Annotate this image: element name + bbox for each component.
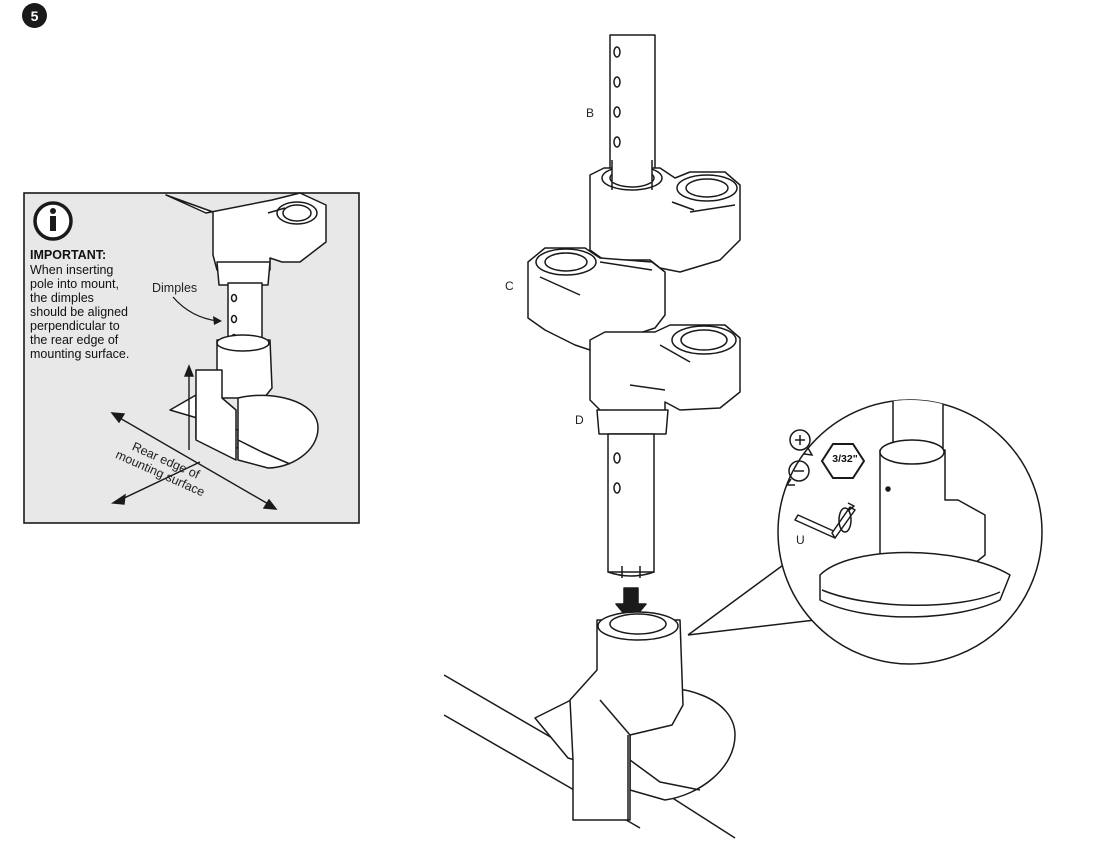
loosen-icon bbox=[785, 460, 810, 486]
important-line: mounting surface. bbox=[30, 347, 130, 361]
dimples-label: Dimples bbox=[152, 281, 198, 295]
inset-mount-illustration bbox=[165, 192, 327, 469]
important-line: the dimples bbox=[30, 291, 94, 305]
important-line: perpendicular to bbox=[30, 319, 120, 333]
important-line: should be aligned bbox=[30, 305, 128, 319]
part-label-b: B bbox=[586, 106, 595, 120]
zoom-callout bbox=[687, 399, 1043, 665]
main-assembly bbox=[443, 34, 741, 839]
base-collar bbox=[569, 619, 684, 821]
part-label-u: U bbox=[796, 533, 805, 547]
important-line: the rear edge of bbox=[30, 333, 119, 347]
important-panel bbox=[23, 192, 360, 524]
collar-d bbox=[596, 409, 669, 435]
important-title: IMPORTANT: bbox=[30, 248, 107, 262]
part-label-c: C bbox=[505, 279, 514, 293]
clamp-fin bbox=[534, 697, 576, 761]
part-label-d: D bbox=[575, 413, 584, 427]
step-number-badge: 5 bbox=[22, 3, 47, 28]
important-line: pole into mount, bbox=[30, 277, 119, 291]
important-line: When inserting bbox=[30, 263, 114, 277]
hex-size-label: 3/32" bbox=[832, 453, 858, 465]
axis-arrows bbox=[110, 364, 278, 510]
tighten-icon bbox=[789, 429, 814, 456]
hex-key-icon bbox=[794, 502, 856, 539]
info-icon bbox=[33, 201, 73, 241]
hex-size-icon bbox=[820, 443, 866, 479]
important-note: When inserting pole into mount, the dimp… bbox=[30, 263, 160, 361]
